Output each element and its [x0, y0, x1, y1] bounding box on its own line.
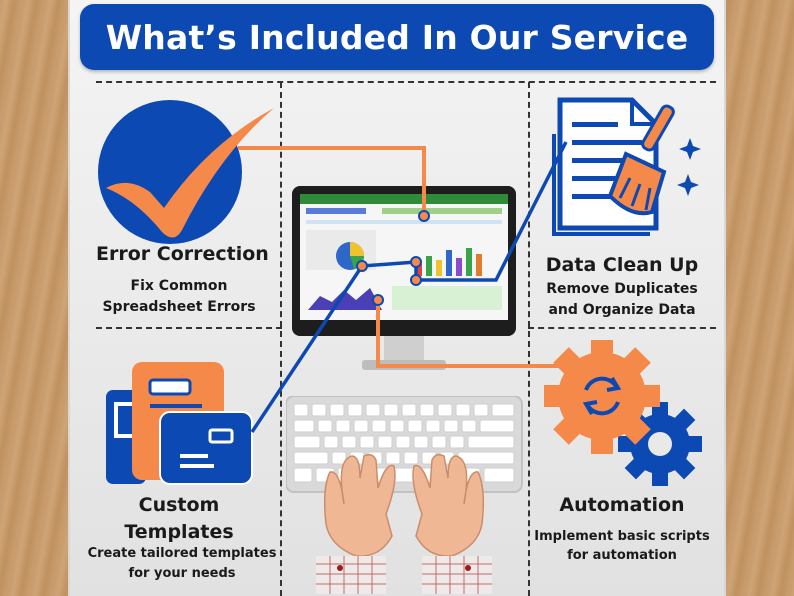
custom-templates-desc-line1: Create tailored templates: [87, 546, 277, 561]
data-clean-up-desc-line2: and Organize Data: [548, 302, 696, 318]
page-title: What’s Included In Our Service: [105, 17, 689, 57]
title-banner: What’s Included In Our Service: [80, 4, 714, 70]
divider-top: [96, 81, 716, 83]
error-correction-desc-line2: Spreadsheet Errors: [102, 299, 256, 315]
data-clean-up-title: Data Clean Up: [545, 254, 699, 276]
automation-title: Automation: [559, 494, 685, 516]
custom-templates-title-line2: Templates: [124, 521, 234, 543]
keyboard-icon: [286, 396, 524, 596]
error-correction-title: Error Correction: [96, 243, 269, 265]
divider-right-middle: [528, 327, 716, 329]
automation-desc-line2: for automation: [567, 548, 677, 563]
data-clean-up-desc-line1: Remove Duplicates: [546, 281, 698, 297]
template-cards-icon: [102, 360, 258, 488]
divider-left-middle: [96, 327, 282, 329]
custom-templates-title-line1: Custom: [138, 494, 220, 516]
divider-right-vertical: [528, 82, 530, 596]
gear-sync-icon: [540, 340, 706, 490]
checkmark-icon: [98, 96, 278, 246]
divider-left-vertical: [280, 82, 282, 596]
custom-templates-desc-line2: for your needs: [128, 566, 236, 581]
automation-desc-line1: Implement basic scripts: [534, 529, 710, 544]
error-correction-desc-line1: Fix Common: [130, 278, 228, 294]
